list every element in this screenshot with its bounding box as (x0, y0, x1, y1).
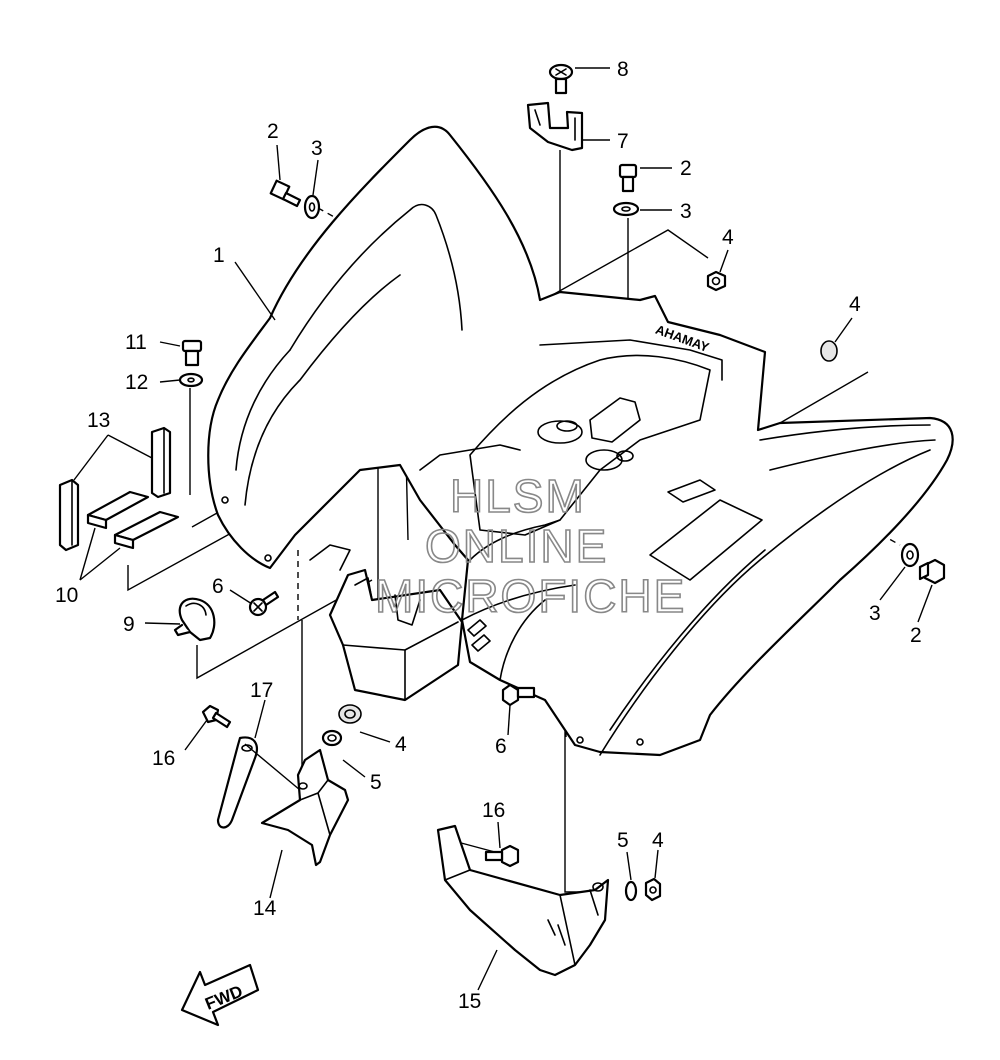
battery-box (309, 544, 464, 702)
collar-part-5a (321, 729, 343, 747)
nut-part-4a (706, 270, 727, 292)
watermark-line-3: MICROFICHE (375, 570, 686, 622)
callout-8: 8 (617, 58, 629, 81)
washer-part-3a (303, 194, 321, 220)
rear-fender: YAMAHA (207, 125, 954, 757)
callout-leaders (73, 67, 933, 991)
bolt-part-11 (181, 339, 203, 367)
washer-part-3b (612, 201, 640, 217)
screw-part-6a (248, 590, 280, 617)
callout-1: 1 (213, 244, 225, 267)
clip-part-7 (526, 101, 584, 152)
bolt-part-2c (918, 558, 946, 585)
callout-4a: 4 (722, 226, 734, 249)
callout-3a: 3 (311, 137, 323, 160)
bolt-part-2b (618, 163, 638, 193)
watermark-line-1: HLSM (450, 470, 586, 522)
callout-9: 9 (123, 613, 135, 636)
callout-numbers: 1 2 3 8 7 2 3 4 4 11 12 13 10 6 9 3 2 17… (55, 58, 922, 1013)
callout-5b: 5 (617, 829, 629, 852)
foam-pad-part-10 (86, 490, 180, 550)
callout-17: 17 (250, 679, 273, 702)
callout-2b: 2 (680, 157, 692, 180)
foam-strip-part-13 (58, 426, 172, 552)
callout-16b: 16 (482, 799, 505, 822)
clamp-part-9 (173, 597, 216, 642)
washer-part-3c (900, 542, 920, 568)
callout-7: 7 (617, 130, 629, 153)
strap-part-17 (216, 736, 258, 829)
mud-flap-part-15 (436, 824, 610, 977)
watermark-line-2: ONLINE (425, 520, 608, 572)
callout-2c: 2 (910, 624, 922, 647)
bolt-part-16a (201, 704, 232, 729)
callout-14: 14 (253, 897, 277, 920)
callout-2a: 2 (267, 120, 279, 143)
callout-12: 12 (125, 371, 148, 394)
watermark: HLSM ONLINE MICROFICHE (374, 469, 686, 623)
callout-11: 11 (125, 331, 147, 354)
callout-13: 13 (87, 409, 110, 432)
callout-4d: 4 (652, 829, 664, 852)
bolt-part-6b (501, 683, 536, 707)
screw-part-8 (548, 63, 574, 95)
nut-part-4d (644, 877, 662, 902)
callout-10: 10 (55, 584, 78, 607)
callout-6b: 6 (495, 735, 507, 758)
callout-3c: 3 (869, 602, 881, 625)
washer-part-12 (178, 372, 204, 388)
bolt-part-16b (484, 844, 520, 868)
callout-3b: 3 (680, 200, 692, 223)
callout-5a: 5 (370, 771, 382, 794)
fwd-arrow-icon: FWD (180, 963, 260, 1027)
callout-4b: 4 (849, 293, 861, 316)
mud-flap-part-14 (260, 748, 350, 867)
callout-6a: 6 (212, 575, 224, 598)
grommet-part-4c (338, 704, 362, 724)
callout-16a: 16 (152, 747, 175, 770)
callout-4c: 4 (395, 733, 407, 756)
callout-15: 15 (458, 990, 481, 1013)
grommet-part-4b (820, 340, 838, 362)
collar-part-5b (624, 880, 638, 902)
bolt-part-2a (269, 179, 302, 208)
